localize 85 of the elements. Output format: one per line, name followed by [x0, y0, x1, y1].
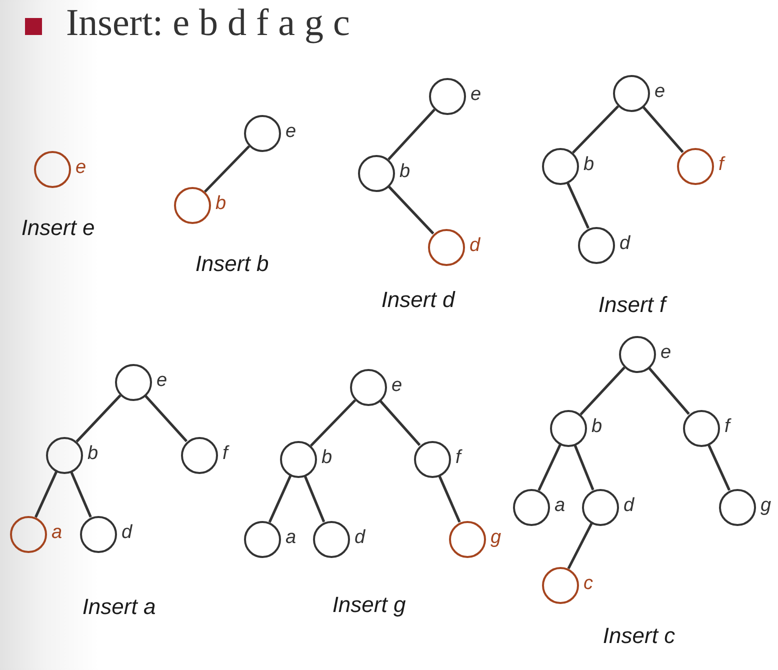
- tree-node: [682, 410, 720, 446]
- step-caption: Insert d: [381, 287, 455, 312]
- node-label: g: [490, 528, 502, 547]
- node-label: b: [322, 448, 332, 467]
- node-label: e: [156, 371, 168, 390]
- tree-node: [448, 520, 486, 558]
- connector-line: [379, 400, 421, 446]
- tree-node: [582, 488, 618, 526]
- connector-line: [567, 522, 593, 570]
- node-label: e: [660, 343, 672, 362]
- node-label: a: [52, 523, 62, 542]
- step-caption: Insert f: [598, 292, 666, 317]
- tree-node: [428, 228, 464, 266]
- tree-node: [244, 114, 280, 152]
- connector-line: [707, 444, 731, 491]
- step-caption: Insert a: [82, 594, 156, 619]
- tree-node: [34, 150, 70, 188]
- node-label: e: [470, 85, 482, 104]
- tree-node: [618, 336, 656, 372]
- node-label: d: [122, 523, 132, 542]
- connector-line: [574, 444, 594, 490]
- tree-node: [46, 436, 82, 474]
- tree-node: [428, 78, 466, 114]
- node-label: e: [392, 376, 402, 395]
- node-label: b: [592, 417, 602, 436]
- node-label: e: [76, 158, 86, 177]
- tree-node: [80, 516, 116, 552]
- node-label: d: [624, 496, 634, 515]
- tree-node: [10, 516, 46, 552]
- node-label: d: [620, 234, 630, 253]
- connector-line: [648, 367, 690, 415]
- connector-line: [572, 105, 620, 154]
- tree-node: [718, 488, 756, 526]
- tree-node: [312, 520, 350, 558]
- node-label: f: [456, 448, 461, 467]
- tree-node: [180, 436, 218, 474]
- node-label: d: [354, 528, 366, 547]
- tree-node: [676, 148, 714, 184]
- connector-line: [310, 399, 356, 447]
- node-label: c: [584, 574, 593, 593]
- connector-line: [438, 475, 461, 523]
- step-caption: Insert b: [195, 251, 269, 276]
- step-caption: Insert e: [21, 215, 95, 240]
- connector-line: [388, 186, 434, 234]
- tree-node: [358, 154, 394, 192]
- tree-node: [244, 520, 280, 558]
- node-label: f: [724, 417, 730, 436]
- tree-node: [542, 148, 578, 184]
- connector-line: [76, 394, 122, 442]
- tree-node: [550, 410, 586, 446]
- tree-node: [542, 566, 578, 604]
- connector-line: [580, 366, 626, 416]
- node-label: b: [400, 162, 410, 181]
- connector-line: [268, 475, 292, 523]
- step-caption: Insert g: [332, 592, 406, 617]
- node-label: a: [554, 496, 566, 515]
- connector-line: [388, 108, 436, 160]
- connector-line: [566, 182, 590, 229]
- connector-line: [204, 145, 250, 193]
- node-label: b: [584, 155, 594, 174]
- tree-node: [350, 368, 386, 406]
- node-label: f: [718, 155, 724, 174]
- node-label: d: [470, 236, 480, 255]
- node-label: e: [654, 82, 666, 101]
- node-label: a: [286, 528, 296, 547]
- tree-node: [414, 440, 450, 478]
- tree-node: [114, 364, 152, 400]
- slide-title: Insert: e b d f a g c: [66, 3, 350, 45]
- step-caption: Insert c: [602, 623, 676, 648]
- tree-node: [280, 440, 316, 478]
- connector-line: [34, 471, 58, 518]
- node-label: b: [88, 444, 98, 463]
- connector-line: [144, 394, 188, 442]
- node-label: g: [760, 496, 772, 515]
- tree-node: [578, 226, 614, 264]
- tree-node: [512, 488, 550, 526]
- tree-node: [174, 186, 210, 224]
- node-label: f: [222, 444, 228, 463]
- connector-line: [538, 444, 562, 491]
- tree-node: [612, 74, 650, 112]
- node-label: b: [216, 194, 226, 213]
- connector-line: [304, 476, 326, 522]
- connector-line: [642, 106, 684, 153]
- node-label: e: [286, 122, 296, 141]
- connector-line: [70, 471, 92, 518]
